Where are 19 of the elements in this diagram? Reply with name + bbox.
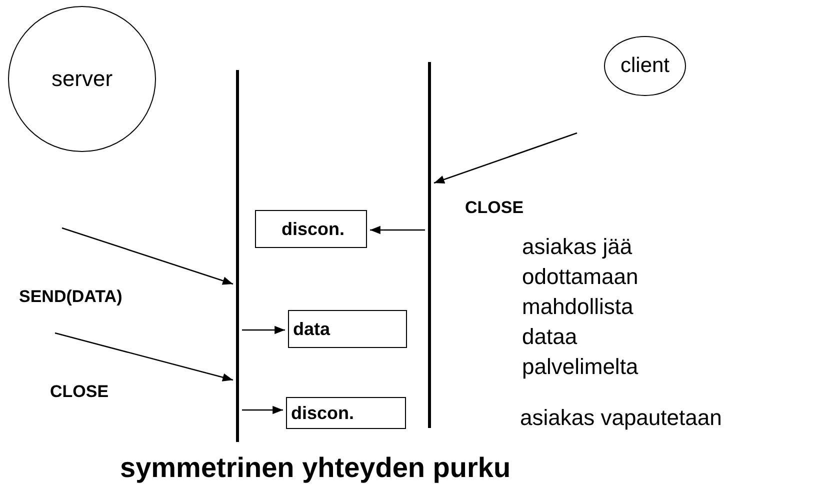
message-label: SEND(DATA) (19, 287, 122, 307)
client-circle: client (604, 36, 686, 96)
note-text: asiakas vapautetaan (520, 405, 722, 431)
message-label: CLOSE (465, 198, 524, 218)
arrow (54, 332, 234, 382)
caption: symmetrinen yhteyden purku (120, 452, 511, 484)
arrow (370, 226, 425, 234)
message-label: CLOSE (50, 382, 109, 402)
lifeline (428, 62, 431, 428)
arrow (242, 326, 285, 334)
note-text: asiakas jää odottamaan mahdollista dataa palvelimelta (522, 233, 640, 381)
message-box: discon. (286, 397, 406, 429)
lifeline (236, 70, 239, 442)
arrow (62, 227, 234, 285)
message-box: discon. (255, 210, 367, 248)
arrow (434, 132, 578, 184)
message-box: data (288, 310, 407, 348)
server-circle: server (8, 6, 156, 152)
arrow (242, 406, 283, 414)
